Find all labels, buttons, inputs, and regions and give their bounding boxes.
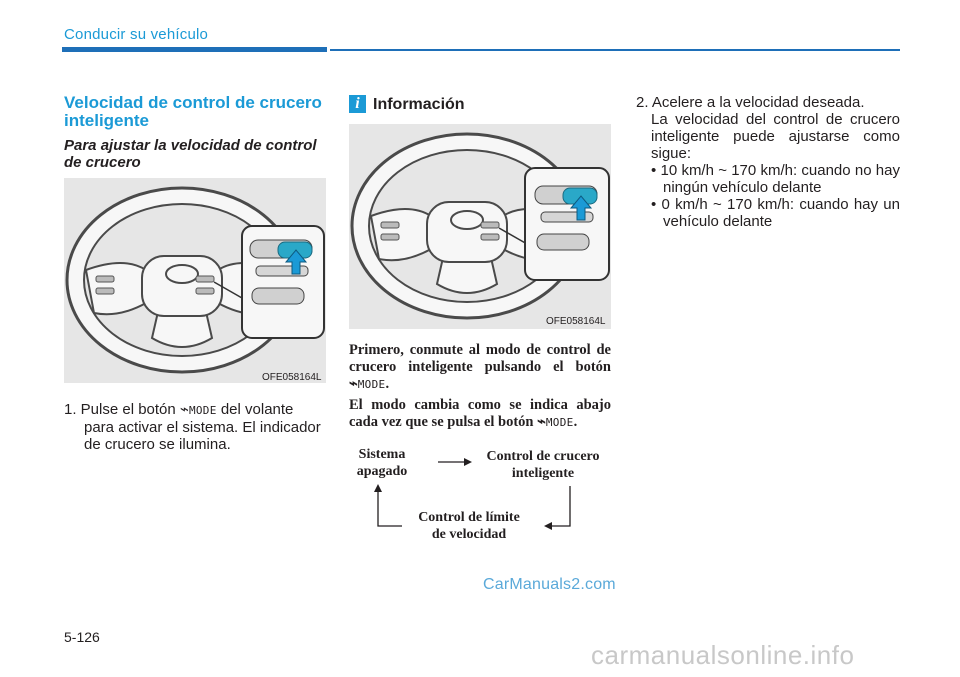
step-2: 2. Acelere a la velocidad deseada. La ve… xyxy=(636,94,900,230)
speed-range-bullet-1: • 10 km/h ~ 170 km/h: cuando no hay ning… xyxy=(651,162,900,196)
figure-code-left: OFE058164L xyxy=(262,372,322,383)
chapter-title: Conducir su vehículo xyxy=(64,26,209,43)
info-title: Información xyxy=(373,96,465,113)
node-speed-limit: Control de límite de velocidad xyxy=(418,510,520,542)
mode-button-label: MODE xyxy=(545,416,574,429)
figure-code-info: OFE058164L xyxy=(546,316,606,327)
step-1: 1. Pulse el botón ⌁MODE del volante para… xyxy=(64,401,326,453)
info-para1-text: Primero, conmute al modo de control de c… xyxy=(349,342,611,375)
steering-wheel-illustration xyxy=(65,186,325,374)
watermark-link[interactable]: CarManuals2.com xyxy=(483,576,616,593)
step1-prefix: 1. Pulse el botón xyxy=(64,401,176,418)
header-bar-dark xyxy=(62,47,327,52)
info-paragraph-1: Primero, conmute al modo de control de c… xyxy=(349,342,611,393)
step2-description: La velocidad del control de crucero inte… xyxy=(651,111,900,162)
section-title: Velocidad de control de crucero intelige… xyxy=(64,93,322,130)
steering-wheel-illustration-info xyxy=(350,132,610,320)
info-para1-end: . xyxy=(385,376,390,392)
steering-wheel-figure-left xyxy=(64,178,326,383)
mode-button-label: MODE xyxy=(188,404,217,417)
cruise-mode-icon: ⌁ xyxy=(179,401,189,418)
mode-button-label: MODE xyxy=(357,378,386,391)
steering-wheel-figure-info xyxy=(349,124,611,329)
speed-range-bullet-2: • 0 km/h ~ 170 km/h: cuando hay un vehíc… xyxy=(651,196,900,230)
header-bar-line xyxy=(330,49,900,51)
node-system-off: Sistema apagado xyxy=(356,447,408,479)
cruise-mode-icon: ⌁ xyxy=(537,414,546,430)
page-number: 5-126 xyxy=(64,629,100,645)
info-paragraph-2: El modo cambia como se indica abajo cada… xyxy=(349,397,611,431)
cruise-mode-icon: ⌁ xyxy=(349,376,358,392)
step1-suffix: del volante xyxy=(220,401,294,418)
step1-rest: para activar el sistema. El indicador de… xyxy=(84,419,321,453)
step2-title: 2. Acelere a la velocidad deseada. xyxy=(636,94,865,111)
site-watermark: carmanualsonline.info xyxy=(591,640,855,670)
node-smart-cruise: Control de crucero inteligente xyxy=(486,449,600,481)
mode-cycle-arrows xyxy=(374,458,571,530)
info-icon: i xyxy=(349,95,366,113)
info-para2-end: . xyxy=(573,414,578,430)
section-subtitle: Para ajustar la velocidad de control de … xyxy=(64,137,317,171)
info-para2-text: El modo cambia como se indica abajo cada… xyxy=(349,397,611,430)
